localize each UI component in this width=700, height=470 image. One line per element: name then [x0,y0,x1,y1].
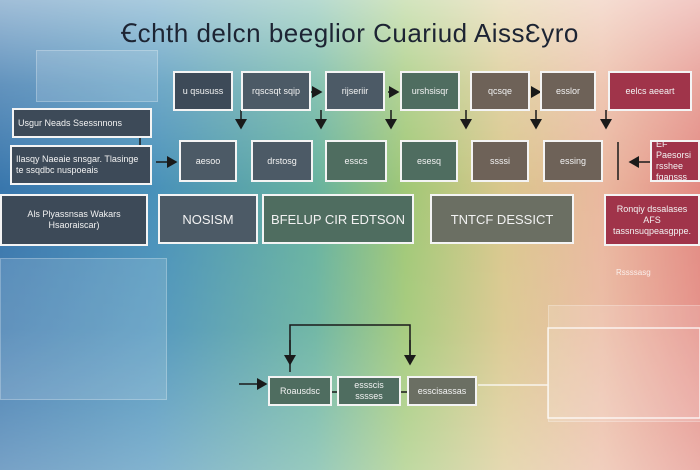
user-needs-box: Usgur Neads Ssessnnons [12,108,152,138]
row2-box: aesoo [179,140,237,182]
box-label: rqscsqt sqip [251,85,301,96]
side-label: Rssssasg [616,268,651,277]
box-label: Als Plyassnsas Wakars Hsaoraiscar) [27,209,121,230]
box-label: Usgur Neads Ssessnnons [18,117,123,128]
row2-box: ssssi [471,140,529,182]
box-label: essing [559,155,586,166]
row3-box: NOSISM [158,194,258,244]
ghost-panel [0,258,167,400]
row1-box: u qsususs [173,71,233,111]
row1-box: urshsisqr [400,71,460,111]
box-label: esesq [416,155,442,166]
row3-right-box: Ronqiy dssalases AFS tassnsuqpeasgppe. [604,194,700,246]
box-label: ssssi [490,155,510,166]
row3-box: TNTCF DESSICT [430,194,574,244]
left-note-box: Ilasqy Naeaie snsgar. Tlasinge te ssqdbc… [10,145,152,185]
ghost-panel [548,305,700,422]
row1-box: rijseriir [325,71,385,111]
box-label: NOSISM [182,211,234,227]
box-label: urshsisqr [411,85,449,96]
row1-box: rqscsqt sqip [241,71,311,111]
row2-box: esesq [400,140,458,182]
ghost-panel [36,50,158,102]
box-label: esslor [555,85,580,96]
box-label: Ilasqy Naeaie snsgar. Tlasinge te ssqdbc… [16,154,139,175]
box-label: TNTCF DESSICT [450,211,554,227]
box-label: eelcs aeeart [625,85,675,96]
row3-box: BFELUP CIR EDTSON [262,194,414,244]
box-label: aesoo [195,155,221,166]
box-label: qcsqe [487,85,513,96]
box-label: Ronqiy dssalases AFS tassnsuqpeasgppe. [612,203,692,236]
bottom-box: esscisassas [407,376,477,406]
box-label: EF Paesorsi rsshee fqansss [656,139,692,182]
box-label: esscs [344,155,368,166]
diagram-title: Ꞓchth delcn beeglior Cuariud AissƐyro [121,18,579,48]
box-label: u qsususs [182,85,224,96]
row1-box: qcsqe [470,71,530,111]
row1-box: esslor [540,71,596,111]
row2-box: essing [543,140,603,182]
box-label: rijseriir [341,85,369,96]
outline-box [547,327,700,419]
connector [289,324,411,372]
row2-box: drstosg [251,140,313,182]
box-label: essscis sssses [354,380,384,401]
box-label: BFELUP CIR EDTSON [270,211,406,227]
row2-box: esscs [325,140,387,182]
box-label: Roausdsc [279,385,321,396]
players-box: Als Plyassnsas Wakars Hsaoraiscar) [0,194,148,246]
right-note-box: EF Paesorsi rsshee fqansss [650,139,700,182]
box-label: drstosg [267,155,297,166]
row1-box: eelcs aeeart [608,71,692,111]
bottom-box: Roausdsc [268,376,332,406]
box-label: esscisassas [417,385,467,396]
bottom-box: essscis sssses [337,376,401,406]
